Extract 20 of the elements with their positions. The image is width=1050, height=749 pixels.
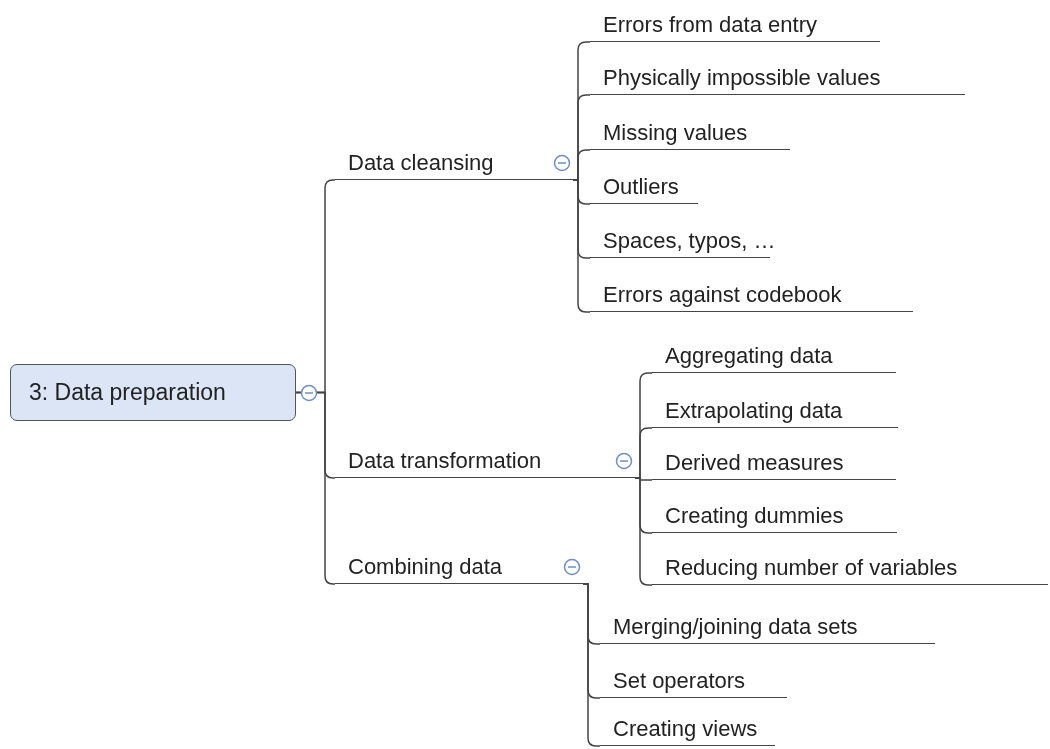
topic-label: 3: Data preparation xyxy=(29,379,226,406)
topic-label: Creating views xyxy=(613,715,758,742)
topic-label: Merging/joining data sets xyxy=(613,613,858,640)
branch-connector xyxy=(295,391,336,585)
topic-label: Extrapolating data xyxy=(665,397,843,424)
topic-label: Set operators xyxy=(613,667,746,694)
topic-label: Aggregating data xyxy=(665,342,833,369)
topic-label: Derived measures xyxy=(665,449,844,476)
topic-label: Data cleansing xyxy=(348,149,494,176)
topic-label: Spaces, typos, … xyxy=(603,227,776,254)
topic-label: Physically impossible values xyxy=(603,64,881,91)
topic-label: Outliers xyxy=(603,173,679,200)
topic-label: Missing values xyxy=(603,119,748,146)
topic-label: Reducing number of variables xyxy=(665,554,958,581)
topic-label: Creating dummies xyxy=(665,502,844,529)
topic-label: Errors from data entry xyxy=(603,11,817,38)
root-topic-box xyxy=(10,364,296,421)
topic-label: Data transformation xyxy=(348,447,542,474)
topic-label: Combining data xyxy=(348,553,503,580)
topic-label: Errors against codebook xyxy=(603,281,842,308)
